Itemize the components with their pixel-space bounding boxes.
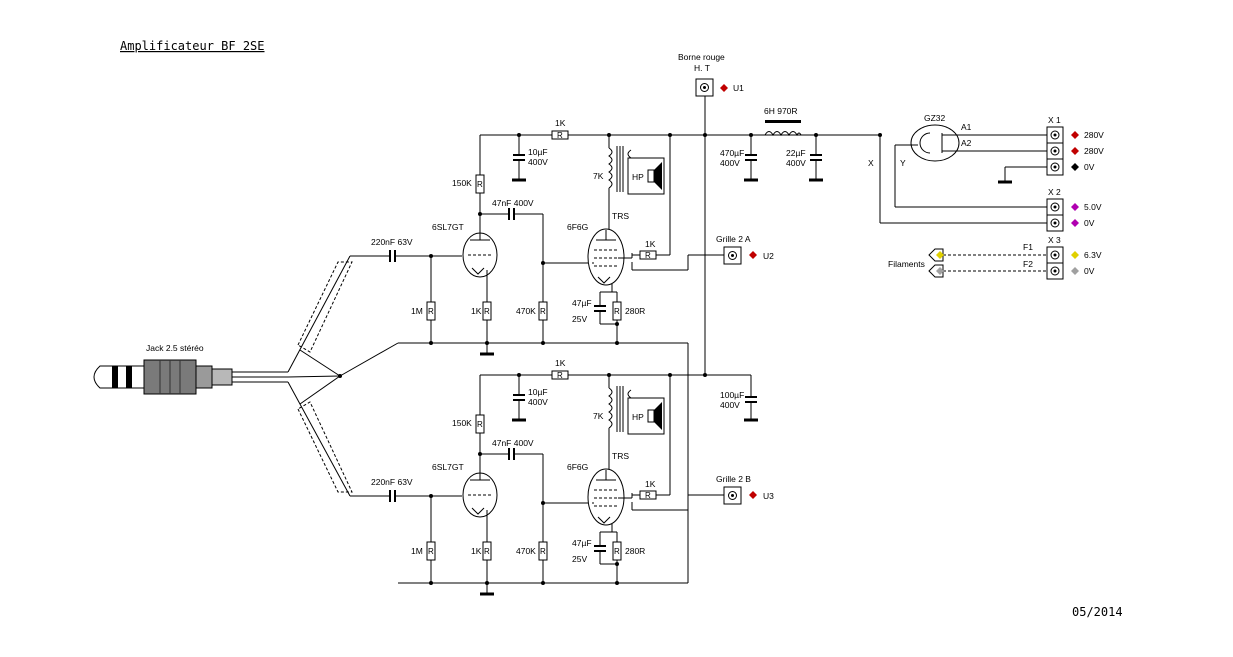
svg-text:1M: 1M bbox=[411, 546, 423, 556]
c22-volt: 400V bbox=[786, 158, 806, 168]
x1-pin1: 280V bbox=[1084, 130, 1104, 140]
svg-text:220nF 63V: 220nF 63V bbox=[371, 477, 413, 487]
svg-text:47µF: 47µF bbox=[572, 538, 592, 548]
x2-pin2: 0V bbox=[1084, 218, 1095, 228]
svg-text:220nF 63V: 220nF 63V bbox=[371, 237, 413, 247]
svg-text:TRS: TRS bbox=[612, 211, 629, 221]
svg-text:1K: 1K bbox=[645, 479, 656, 489]
x3-pin1: 6.3V bbox=[1084, 250, 1102, 260]
svg-text:470K: 470K bbox=[516, 306, 536, 316]
stereo-jack bbox=[93, 359, 233, 395]
svg-text:280R: 280R bbox=[625, 306, 645, 316]
c470-value: 470µF bbox=[720, 148, 744, 158]
filament-f1: F1 bbox=[1023, 242, 1033, 252]
connector-x3 bbox=[1046, 246, 1079, 280]
svg-text:HP: HP bbox=[632, 172, 644, 182]
svg-text:1M: 1M bbox=[411, 306, 423, 316]
date-label: 05/2014 bbox=[1072, 605, 1123, 619]
svg-text:400V: 400V bbox=[528, 397, 548, 407]
svg-text:10µF: 10µF bbox=[528, 387, 548, 397]
svg-text:1K: 1K bbox=[555, 118, 566, 128]
connector-x1 bbox=[1046, 126, 1079, 176]
c470-volt: 400V bbox=[720, 158, 740, 168]
svg-text:Grille 2 A: Grille 2 A bbox=[716, 234, 751, 244]
ht-sub-label: H. T bbox=[694, 63, 710, 73]
svg-text:150K: 150K bbox=[452, 418, 472, 428]
x1-pin3: 0V bbox=[1084, 162, 1095, 172]
ht-supply bbox=[695, 78, 1047, 422]
choke-label: 6H 970R bbox=[764, 106, 798, 116]
svg-text:HP: HP bbox=[632, 412, 644, 422]
svg-text:6SL7GT: 6SL7GT bbox=[432, 222, 464, 232]
svg-text:6F6G: 6F6G bbox=[567, 222, 588, 232]
x3-name: X 3 bbox=[1048, 235, 1061, 245]
c100-volt: 400V bbox=[720, 400, 740, 410]
x2-name: X 2 bbox=[1048, 187, 1061, 197]
rectifier-a2: A2 bbox=[961, 138, 972, 148]
svg-text:7K: 7K bbox=[593, 171, 604, 181]
svg-text:1K: 1K bbox=[555, 358, 566, 368]
svg-text:280R: 280R bbox=[625, 546, 645, 556]
ht-label: Borne rouge bbox=[678, 52, 725, 62]
ht-ref: U1 bbox=[733, 83, 744, 93]
svg-text:10µF: 10µF bbox=[528, 147, 548, 157]
svg-text:400V: 400V bbox=[528, 157, 548, 167]
svg-text:47nF 400V: 47nF 400V bbox=[492, 198, 534, 208]
svg-text:25V: 25V bbox=[572, 314, 587, 324]
svg-text:6F6G: 6F6G bbox=[567, 462, 588, 472]
svg-text:470K: 470K bbox=[516, 546, 536, 556]
x1-name: X 1 bbox=[1048, 115, 1061, 125]
connector-x2 bbox=[1046, 198, 1079, 232]
jack-wiring bbox=[232, 255, 399, 497]
svg-text:TRS: TRS bbox=[612, 451, 629, 461]
channel-a-labels: 220nF 63V 1M 1K 6SL7GT 150K 1K 10µF 400V… bbox=[371, 118, 774, 324]
x2-pin1: 5.0V bbox=[1084, 202, 1102, 212]
x1-pin2: 280V bbox=[1084, 146, 1104, 156]
svg-text:1K: 1K bbox=[471, 306, 482, 316]
svg-text:1K: 1K bbox=[471, 546, 482, 556]
rectifier-label: GZ32 bbox=[924, 113, 946, 123]
page-title: Amplificateur BF 2SE bbox=[120, 39, 265, 53]
svg-text:150K: 150K bbox=[452, 178, 472, 188]
svg-text:25V: 25V bbox=[572, 554, 587, 564]
rectifier-a1: A1 bbox=[961, 122, 972, 132]
filaments-label: Filaments bbox=[888, 259, 925, 269]
rectifier-y: Y bbox=[900, 158, 906, 168]
svg-text:47µF: 47µF bbox=[572, 298, 592, 308]
svg-text:1K: 1K bbox=[645, 239, 656, 249]
filament-f2: F2 bbox=[1023, 259, 1033, 269]
svg-text:47nF 400V: 47nF 400V bbox=[492, 438, 534, 448]
c100-value: 100µF bbox=[720, 390, 744, 400]
svg-text:7K: 7K bbox=[593, 411, 604, 421]
rectifier-x: X bbox=[868, 158, 874, 168]
svg-text:U3: U3 bbox=[763, 491, 774, 501]
x3-pin2: 0V bbox=[1084, 266, 1095, 276]
svg-text:Grille 2 B: Grille 2 B bbox=[716, 474, 751, 484]
jack-label: Jack 2.5 stéréo bbox=[146, 343, 204, 353]
channel-b-labels: 220nF 63V 1M 1K 6SL7GT 150K 1K 10µF 400V… bbox=[371, 358, 774, 564]
svg-text:U2: U2 bbox=[763, 251, 774, 261]
svg-text:6SL7GT: 6SL7GT bbox=[432, 462, 464, 472]
c22-value: 22µF bbox=[786, 148, 806, 158]
